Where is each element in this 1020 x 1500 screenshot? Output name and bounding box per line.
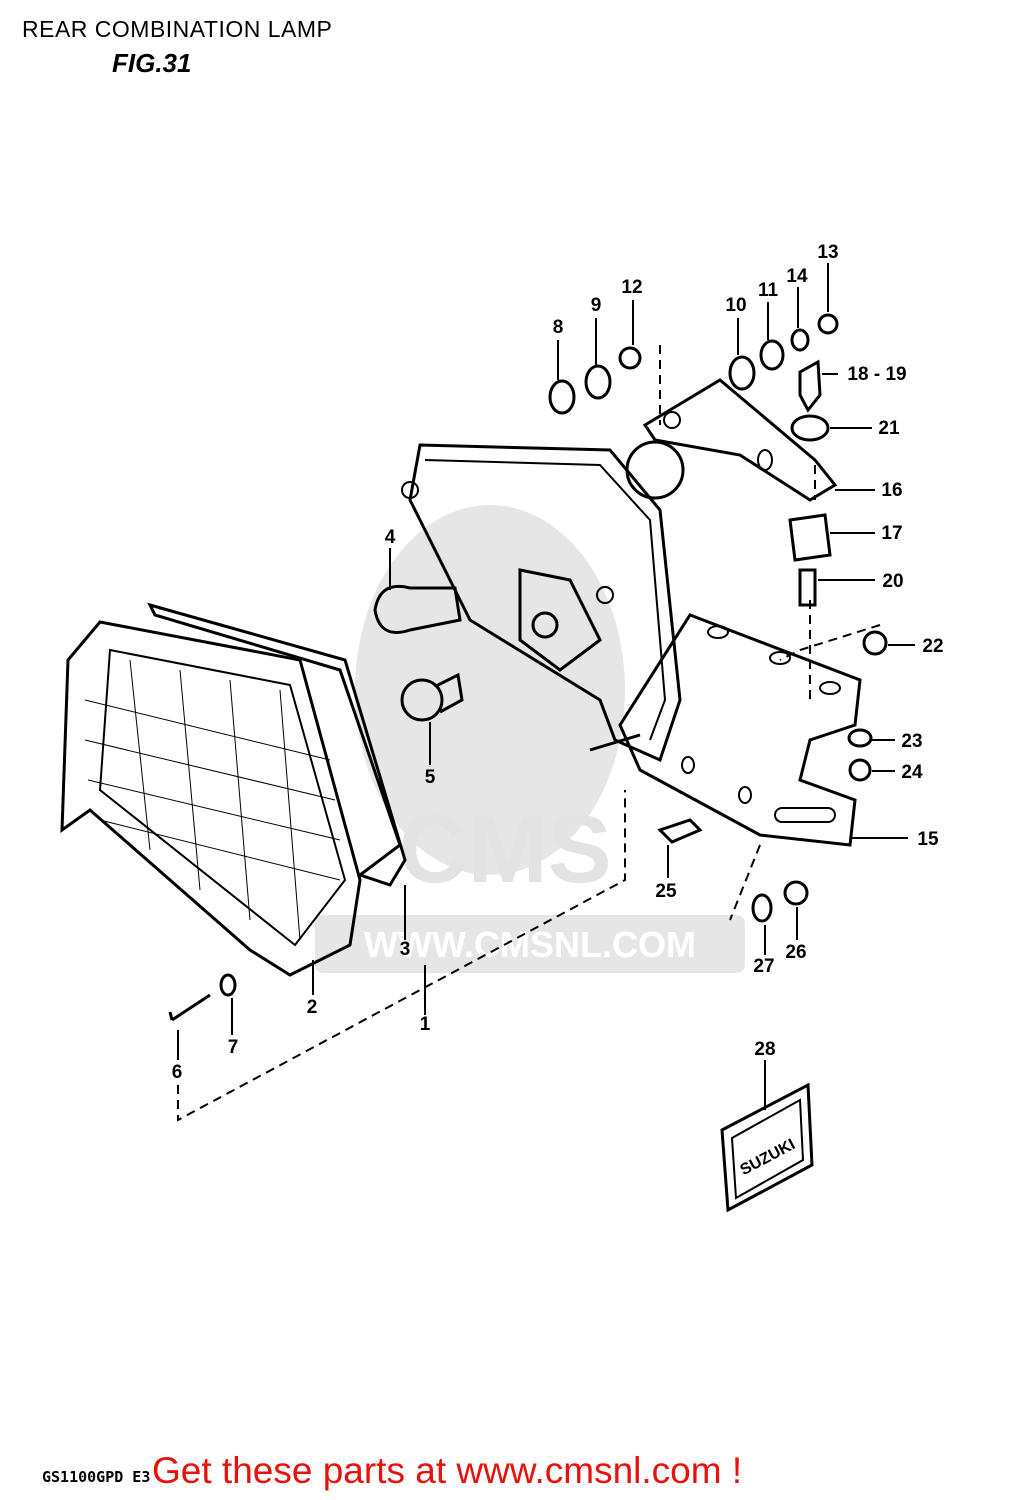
cushion-17 — [788, 513, 832, 562]
callout-17: 17 — [881, 523, 902, 544]
callout-27: 27 — [753, 956, 774, 977]
callout-3: 3 — [400, 939, 411, 960]
watermark-url-band — [315, 915, 745, 973]
watermark-logo: CMS — [398, 796, 611, 903]
lens-gasket — [147, 602, 407, 887]
callout-14: 14 — [786, 266, 808, 287]
washer-11 — [759, 339, 785, 371]
callout-23: 23 — [901, 731, 922, 752]
bulb-stop-tail — [373, 584, 462, 634]
callout-10: 10 — [725, 295, 746, 316]
callout-13: 13 — [817, 242, 838, 263]
callout-9: 9 — [591, 295, 602, 316]
shop-link-banner[interactable]: Get these parts at www.cmsnl.com ! — [152, 1450, 743, 1491]
callout-26: 26 — [785, 942, 806, 963]
washer-9 — [584, 364, 612, 400]
cushion-21 — [790, 414, 830, 442]
callout-5: 5 — [425, 767, 436, 788]
callout-24: 24 — [901, 762, 923, 783]
callout-2: 2 — [307, 997, 318, 1018]
washer-23 — [847, 728, 873, 748]
page-title: REAR COMBINATION LAMP — [22, 16, 333, 42]
bulb-license — [400, 672, 464, 722]
callout-20: 20 — [882, 571, 903, 592]
watermark-mascot-shape — [355, 505, 625, 875]
callout-6: 6 — [172, 1062, 183, 1083]
license-bracket — [618, 613, 862, 847]
screw-6 — [168, 993, 211, 1022]
callout-22: 22 — [922, 636, 943, 657]
collar-20 — [798, 568, 817, 607]
watermark-url: WWW.CMSNL.COM — [364, 924, 696, 965]
washer-10 — [728, 355, 756, 391]
collar-12 — [618, 346, 642, 370]
nut-26 — [783, 880, 809, 906]
watermark: CMS WWW.CMSNL.COM — [315, 505, 745, 973]
washer-7 — [219, 973, 237, 997]
callout-4: 4 — [385, 527, 396, 548]
callout-1: 1 — [420, 1014, 431, 1035]
tail-lamp-lens — [60, 620, 362, 977]
callout-21: 21 — [878, 418, 900, 439]
nut-24 — [848, 758, 872, 782]
nut-13 — [817, 313, 839, 335]
model-code: GS1100GPD E3 — [42, 1468, 151, 1486]
washer-27 — [751, 893, 773, 923]
callout-8: 8 — [553, 317, 564, 338]
nut-22 — [862, 630, 888, 656]
bolt-25 — [657, 818, 703, 844]
callout-25: 25 — [655, 881, 677, 902]
callout-7: 7 — [228, 1037, 239, 1058]
lamp-housing — [401, 440, 685, 763]
leader-lines — [177, 263, 915, 1110]
callout-16: 16 — [881, 480, 902, 501]
upper-bracket — [642, 378, 838, 502]
callout-28: 28 — [754, 1039, 775, 1060]
bolt-18-19 — [798, 359, 822, 413]
callout-11: 11 — [758, 280, 779, 301]
washer-8 — [548, 379, 576, 415]
callout-18-19: 18 - 19 — [847, 364, 906, 385]
washer-14 — [790, 328, 810, 352]
figure-number: FIG.31 — [112, 48, 192, 78]
callout-15: 15 — [917, 829, 939, 850]
suzuki-emblem-plate: SUZUKI — [720, 1082, 814, 1213]
emblem-text: SUZUKI — [737, 1136, 798, 1179]
hardware — [168, 313, 888, 1022]
callout-numbers: 1 2 3 4 5 6 7 8 9 10 11 12 13 14 15 16 1… — [172, 242, 944, 1083]
assembly-dash-lines — [177, 345, 881, 1122]
callout-12: 12 — [621, 277, 642, 298]
